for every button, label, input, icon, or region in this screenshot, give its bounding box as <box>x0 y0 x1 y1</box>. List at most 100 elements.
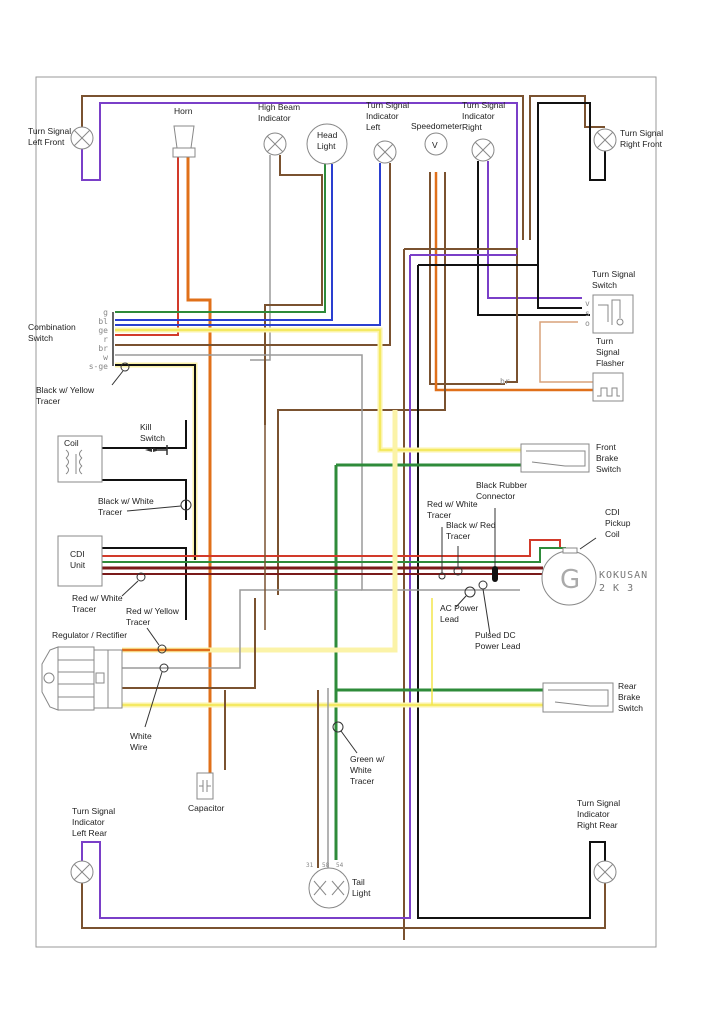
combination-switch-code: br <box>98 344 108 353</box>
generator-symbol: G <box>560 565 580 595</box>
label-capacitor: Capacitor <box>188 803 225 813</box>
combination-switch-code: ge <box>98 326 108 335</box>
tail-light-terminal: 31 <box>306 862 314 869</box>
headlight-icon <box>306 123 348 165</box>
label-speedometer: Speedometer <box>411 121 462 131</box>
wire-grey <box>122 589 362 669</box>
wire-black <box>102 547 187 620</box>
wire-light-brown <box>539 321 593 383</box>
wire-brown <box>429 172 505 385</box>
wires-layer <box>81 95 606 940</box>
wire-yellow-glow <box>122 410 398 653</box>
turn-switch-code: s <box>585 309 590 318</box>
combination-switch-code: r <box>103 335 108 344</box>
wire-green <box>115 164 326 313</box>
wire-black <box>477 161 590 316</box>
label-regulator-rectifier: Regulator / Rectifier <box>52 630 127 640</box>
capacitor-icon <box>196 772 214 800</box>
wire-black <box>537 102 606 265</box>
cdi-icon <box>57 535 103 587</box>
kill-switch-icon <box>145 448 152 452</box>
horn-icon <box>173 125 195 149</box>
wire-red <box>102 539 561 557</box>
turn-switch-code: o <box>585 319 590 328</box>
speedometer-symbol: V <box>432 140 438 150</box>
flasher-code: br <box>500 377 510 386</box>
speedometer-icon <box>424 132 448 156</box>
wire-blue <box>115 163 381 326</box>
wire-brown <box>404 248 518 383</box>
combination-switch-code: g <box>103 308 108 317</box>
wire-yellow <box>115 329 521 451</box>
label-coil: Coil <box>64 438 79 448</box>
wire-black <box>417 265 606 919</box>
wire-blue <box>115 164 333 321</box>
combination-switch-code: w <box>103 353 108 362</box>
wire-black <box>115 364 196 560</box>
wire-grey <box>250 155 271 361</box>
wire-black <box>418 264 582 309</box>
wire-brown <box>81 95 524 240</box>
turn-switch-code: v <box>585 299 590 308</box>
pickup-coil-icon <box>562 547 578 554</box>
wire-orange <box>186 157 212 780</box>
tail-light-terminal: 54 <box>336 862 344 869</box>
wire-brown <box>81 883 404 929</box>
horn: Horn <box>172 106 196 158</box>
speedometer: V Speedometer <box>411 121 462 156</box>
wire-brown <box>122 598 256 689</box>
tail-light-icon <box>308 867 350 909</box>
tail-light-terminal: 58 <box>322 862 330 869</box>
flasher-icon <box>592 372 624 402</box>
label-horn: Horn <box>174 106 193 116</box>
wire-brown <box>529 95 605 240</box>
switch-icon <box>592 294 634 334</box>
wire-brown <box>115 163 391 346</box>
ignition-coil: Coil <box>57 435 103 483</box>
wire-red <box>115 157 179 336</box>
wire-black <box>102 420 187 520</box>
